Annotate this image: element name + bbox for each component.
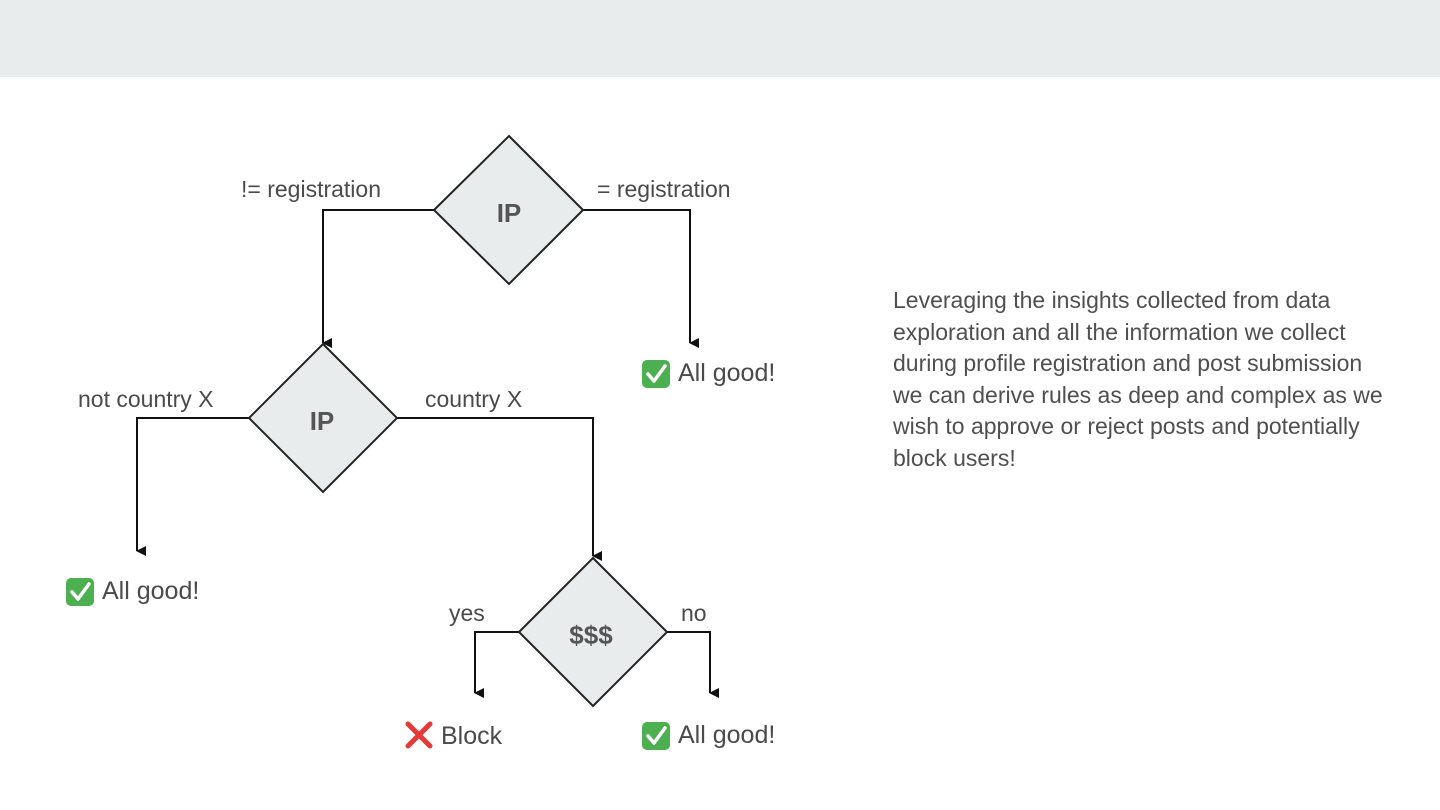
cross-mark-icon — [405, 721, 433, 749]
node-label-money: $$$ — [569, 620, 613, 650]
outcome-ok-bottom: All good! — [642, 721, 775, 750]
outcome-label-ok-left: All good! — [102, 577, 199, 605]
outcome-ok-left: All good! — [66, 577, 199, 606]
check-mark-icon — [66, 578, 94, 606]
outcome-label-ok-bottom: All good! — [678, 721, 775, 749]
connector-ip-mid-to-money — [397, 417, 602, 561]
diamond-shape — [247, 342, 399, 494]
decision-node-ip-mid: IP — [247, 342, 399, 494]
edge-label-not-registration: != registration — [241, 176, 381, 202]
outcome-label-ok-top: All good! — [678, 359, 775, 387]
edge-label-country: country X — [425, 386, 522, 412]
edge-label-equals-registration: = registration — [597, 176, 731, 202]
outcome-label-block: Block — [441, 722, 503, 750]
description-text: Leveraging the insights collected from d… — [893, 287, 1383, 471]
decision-node-ip-top: IP — [432, 134, 585, 286]
check-mark-icon — [642, 722, 670, 750]
connector-ip-top-to-ok-top — [583, 209, 699, 348]
node-label-ip-top: IP — [497, 198, 522, 228]
diamond-shape — [517, 556, 669, 708]
edge-label-yes: yes — [449, 600, 485, 626]
connector-ip-mid-to-ok-left — [136, 417, 249, 556]
connector-money-to-ok-bottom — [667, 631, 719, 698]
header-band — [0, 0, 1440, 77]
node-label-ip-mid: IP — [310, 406, 335, 436]
edge-label-not-country: not country X — [78, 386, 214, 412]
connector-ip-top-to-ip-mid — [322, 209, 434, 348]
decision-node-money: $$$ — [517, 556, 669, 708]
check-mark-icon — [642, 360, 670, 388]
outcome-block: Block — [405, 721, 503, 750]
diamond-shape — [432, 134, 585, 286]
connector-money-to-block — [474, 631, 519, 698]
edge-label-no: no — [681, 600, 707, 626]
outcome-ok-top: All good! — [642, 359, 775, 388]
